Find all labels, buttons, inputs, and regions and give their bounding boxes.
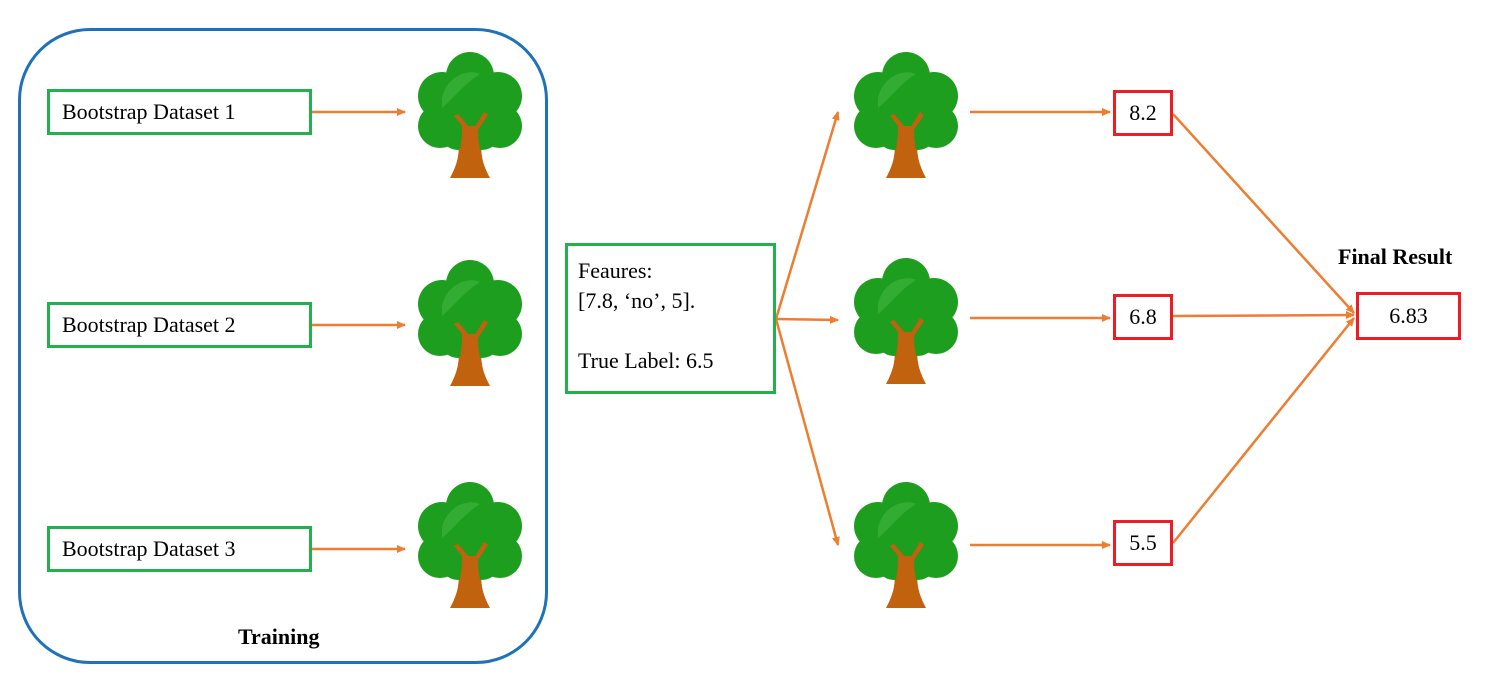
- arrow-pred2-final: [1172, 311, 1355, 320]
- arrow-input-tree5: [775, 315, 839, 324]
- features-value: [7.8, ‘no’, 5].: [578, 288, 696, 313]
- training-label: Training: [238, 624, 320, 649]
- arrow-input-tree4: [774, 111, 840, 320]
- bootstrap-dataset-label: Bootstrap Dataset 2: [62, 312, 236, 337]
- bootstrap-dataset-label: Bootstrap Dataset 1: [62, 99, 236, 124]
- bootstrap-dataset-box: Bootstrap Dataset 3: [47, 526, 312, 572]
- arrow-input-tree6: [774, 318, 840, 546]
- prediction-box: 8.2: [1113, 90, 1173, 136]
- prediction-value: 8.2: [1129, 100, 1157, 125]
- prediction-box: 5.5: [1113, 520, 1173, 566]
- input-sample-box: Feaures: [7.8, ‘no’, 5]. True Label: 6.5: [565, 243, 776, 394]
- bootstrap-dataset-box: Bootstrap Dataset 1: [47, 89, 312, 135]
- arrow-pred3-final: [1172, 317, 1355, 544]
- tree-icon: [854, 258, 958, 384]
- final-result-title: Final Result: [1338, 244, 1453, 269]
- arrow-pred1-final: [1172, 113, 1355, 314]
- bootstrap-dataset-label: Bootstrap Dataset 3: [62, 536, 236, 561]
- prediction-value: 6.8: [1129, 304, 1157, 329]
- bootstrap-dataset-box: Bootstrap Dataset 2: [47, 302, 312, 348]
- training-panel: [18, 28, 548, 664]
- prediction-value: 5.5: [1129, 530, 1157, 555]
- tree-icon: [854, 52, 958, 178]
- true-label: True Label: 6.5: [578, 348, 714, 373]
- features-title: Feaures:: [578, 258, 653, 283]
- final-result-box: 6.83: [1356, 292, 1461, 340]
- final-result-value: 6.83: [1389, 303, 1428, 328]
- prediction-box: 6.8: [1113, 294, 1173, 340]
- tree-icon: [854, 482, 958, 608]
